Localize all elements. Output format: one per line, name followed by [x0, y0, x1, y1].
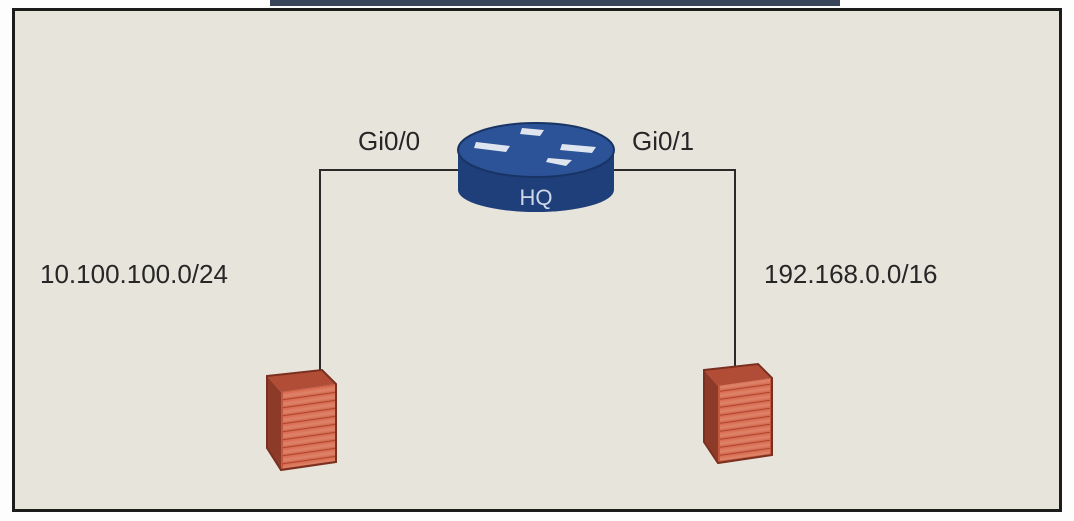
interface-label-gi0-0: Gi0/0 [358, 126, 421, 156]
firewall-icon [266, 368, 337, 472]
network-label-left: 10.100.100.0/24 [40, 259, 228, 289]
link-right [612, 169, 736, 370]
interface-label-gi0-1: Gi0/1 [632, 126, 695, 156]
router-label: HQ [520, 185, 553, 210]
firewall-icon [703, 362, 773, 465]
link-left [319, 169, 462, 372]
diagram-frame [12, 8, 1062, 512]
network-label-right: 192.168.0.0/16 [764, 259, 938, 289]
router-icon: HQ [457, 122, 615, 212]
top-accent-bar [270, 0, 840, 6]
